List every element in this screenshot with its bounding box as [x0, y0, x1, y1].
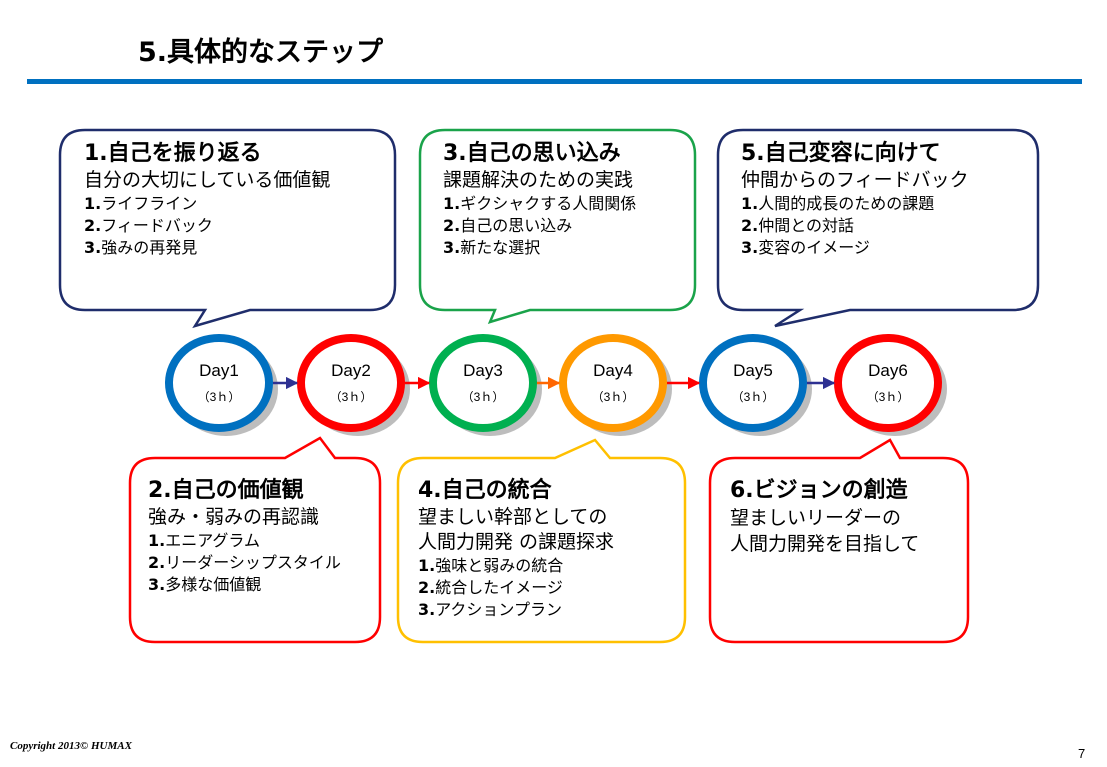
step-heading: 1.自己を振り返る [84, 141, 262, 166]
day-name: Day1 [199, 361, 239, 380]
day-ring-3 [429, 334, 542, 436]
day-hours: （3ｈ） [866, 390, 910, 404]
day-name: Day3 [463, 361, 503, 380]
step-subheading: 仲間からのフィードバック [741, 169, 969, 191]
day-label-2: Day2 （3ｈ） [306, 360, 396, 406]
step-item: 3.強みの再発見 [84, 238, 198, 257]
step-item: 1.人間的成長のための課題 [741, 194, 935, 213]
step-heading: 3.自己の思い込み [443, 141, 621, 166]
step-item: 1.エニアグラム [148, 531, 260, 550]
step-item: 3.変容のイメージ [741, 238, 870, 257]
callout-step-6 [708, 438, 970, 644]
step-3-text: 3.自己の思い込み 課題解決のための実践 1.ギクシャクする人間関係 2.自己の… [443, 140, 636, 259]
step-5-text: 5.自己変容に向けて 仲間からのフィードバック 1.人間的成長のための課題 2.… [741, 140, 969, 259]
day-hours: （3ｈ） [329, 390, 373, 404]
day-hours: （3ｈ） [591, 390, 635, 404]
day-name: Day6 [868, 361, 908, 380]
step-item: 1.強味と弱みの統合 [418, 556, 564, 575]
callout-step-4 [396, 438, 687, 644]
step-item: 2.フィードバック [84, 216, 213, 235]
step-subheading: 望ましいリーダーの [730, 507, 902, 529]
day-ring-2 [297, 334, 410, 436]
day-ring-6 [834, 334, 947, 436]
step-heading: 6.ビジョンの創造 [730, 478, 908, 503]
step-item: 2.統合したイメージ [418, 578, 563, 597]
step-heading: 4.自己の統合 [418, 478, 552, 503]
day-name: Day4 [593, 361, 633, 380]
day-hours: （3ｈ） [197, 390, 241, 404]
day-label-4: Day4 （3ｈ） [568, 360, 658, 406]
copyright-footer: Copyright 2013© HUMAX [10, 740, 132, 752]
day-ring-5 [699, 334, 812, 436]
day-name: Day5 [733, 361, 773, 380]
step-item: 1.ライフライン [84, 194, 198, 213]
step-4-text: 4.自己の統合 望ましい幹部としての 人間力開発 の課題探求 1.強味と弱みの統… [418, 477, 614, 621]
step-subheading: 自分の大切にしている価値観 [84, 169, 331, 191]
step-item: 2.リーダーシップスタイル [148, 553, 341, 572]
callout-step-5 [716, 128, 1040, 328]
callout-step-2 [128, 436, 382, 644]
page-number: 7 [1078, 746, 1086, 761]
day-label-5: Day5 （3ｈ） [708, 360, 798, 406]
step-1-text: 1.自己を振り返る 自分の大切にしている価値観 1.ライフライン 2.フィードバ… [84, 140, 330, 259]
day-ring-4 [559, 334, 672, 436]
step-subheading-2: 人間力開発 の課題探求 [418, 531, 615, 553]
day-label-1: Day1 （3ｈ） [174, 360, 264, 406]
step-subheading: 課題解決のための実践 [443, 169, 634, 191]
step-subheading: 強み・弱みの再認識 [148, 506, 320, 528]
step-subheading: 望ましい幹部としての [418, 506, 608, 528]
title-underline [27, 79, 1082, 84]
step-item: 3.アクションプラン [418, 600, 562, 619]
page-title: 5.具体的なステップ [138, 37, 384, 68]
day-hours: （3ｈ） [461, 390, 505, 404]
step-2-text: 2.自己の価値観 強み・弱みの再認識 1.エニアグラム 2.リーダーシップスタイ… [148, 477, 341, 596]
day-label-3: Day3 （3ｈ） [438, 360, 528, 406]
step-item: 2.自己の思い込み [443, 216, 573, 235]
step-item: 2.仲間との対話 [741, 216, 855, 235]
step-subheading-2: 人間力開発を目指して [730, 533, 920, 555]
day-hours: （3ｈ） [731, 390, 775, 404]
step-heading: 5.自己変容に向けて [741, 141, 941, 166]
step-heading: 2.自己の価値観 [148, 478, 304, 503]
step-item: 3.新たな選択 [443, 238, 541, 257]
step-6-text: 6.ビジョンの創造 望ましいリーダーの 人間力開発を目指して [730, 477, 919, 557]
day-label-6: Day6 （3ｈ） [843, 360, 933, 406]
day-ring-1 [165, 334, 278, 436]
callout-step-3 [418, 128, 697, 324]
callout-step-1 [58, 128, 397, 329]
step-item: 3.多様な価値観 [148, 575, 262, 594]
step-item: 1.ギクシャクする人間関係 [443, 194, 637, 213]
day-name: Day2 [331, 361, 371, 380]
